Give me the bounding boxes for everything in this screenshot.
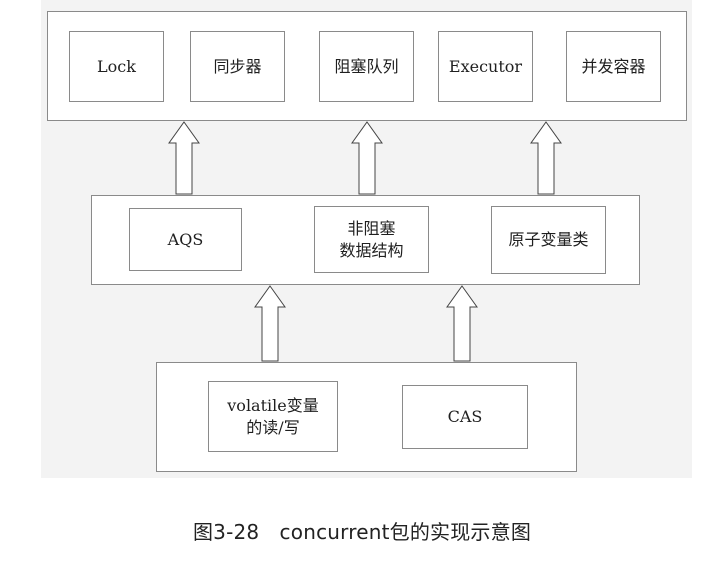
aqs-label: AQS — [167, 229, 204, 249]
figure-caption: 图3-28 concurrent包的实现示意图 — [192, 520, 532, 544]
aqs-box: AQS — [129, 208, 242, 271]
atomic-variable-label: 原子变量类 — [508, 230, 589, 249]
cas-box: CAS — [402, 385, 528, 449]
up-arrow — [446, 285, 478, 362]
non-blocking-label-line2: 数据结构 — [339, 240, 404, 260]
volatile-read-write-box: volatile变量 的读/写 — [208, 381, 338, 452]
lock-label: Lock — [97, 56, 136, 76]
non-blocking-label-line1: 非阻塞 — [347, 218, 396, 238]
concurrent-container-label: 并发容器 — [581, 56, 646, 76]
executor-box: Executor — [438, 31, 533, 102]
up-arrow — [530, 121, 562, 195]
atomic-variable-box: 原子变量类 — [491, 206, 606, 274]
executor-label: Executor — [448, 56, 523, 76]
synchronizer-box: 同步器 — [190, 31, 285, 102]
up-arrow — [254, 285, 286, 362]
concurrent-container-box: 并发容器 — [566, 31, 661, 102]
volatile-label-line2: 的读/写 — [246, 417, 300, 437]
blocking-queue-label: 阻塞队列 — [334, 56, 399, 76]
non-blocking-data-structure-box: 非阻塞 数据结构 — [314, 206, 429, 273]
blocking-queue-box: 阻塞队列 — [319, 31, 414, 102]
lock-box: Lock — [69, 31, 164, 102]
synchronizer-label: 同步器 — [213, 56, 262, 76]
volatile-label-line1: volatile变量 — [227, 395, 319, 415]
up-arrow — [168, 121, 200, 195]
cas-label: CAS — [447, 407, 483, 426]
up-arrow — [351, 121, 383, 195]
